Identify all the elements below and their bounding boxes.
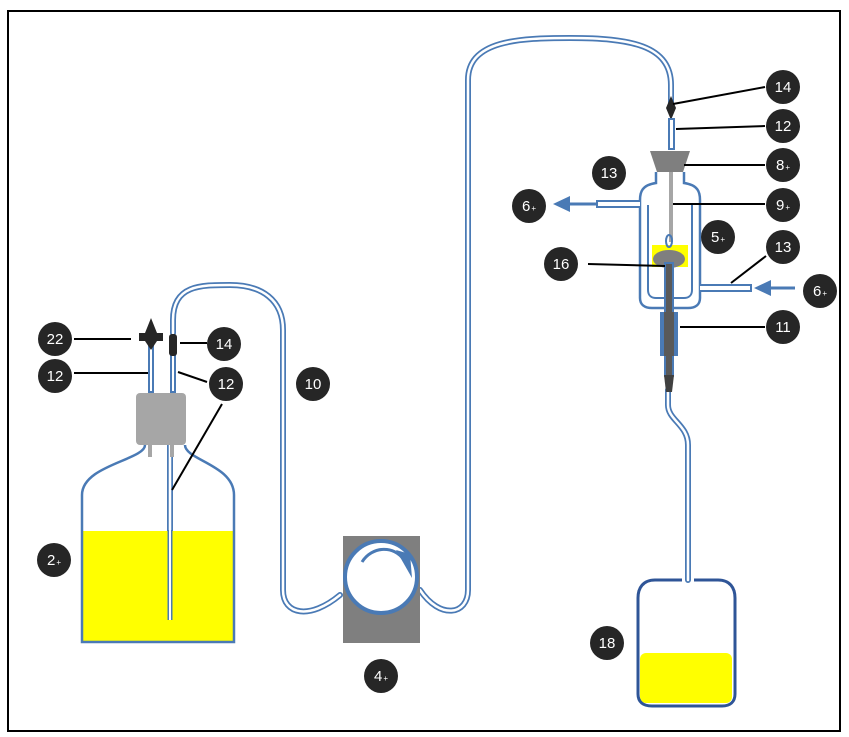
svg-text:14: 14 [775, 79, 792, 96]
coolant-out-arrowhead [553, 196, 570, 212]
svg-text:5+: 5+ [711, 229, 725, 246]
top-connector [666, 96, 676, 120]
pump-rotor [343, 539, 419, 615]
flow-cell [553, 96, 795, 392]
svg-text:8+: 8+ [776, 157, 790, 174]
svg-text:6+: 6+ [522, 198, 536, 215]
cell-stopper [650, 151, 690, 172]
label-12-a: 12 [38, 359, 72, 393]
sample-holder [653, 250, 685, 268]
label-2: 2+ [37, 543, 71, 577]
svg-text:11: 11 [775, 319, 791, 336]
label-14-a: 14 [207, 327, 241, 361]
tube-connector [169, 334, 177, 356]
svg-text:18: 18 [599, 635, 616, 652]
coolant-in-arrowhead [754, 280, 771, 296]
top-tip [665, 234, 673, 248]
svg-text:12: 12 [47, 368, 64, 385]
outlet-connector [664, 375, 674, 392]
svg-text:9+: 9+ [776, 197, 790, 214]
leader-lines [74, 86, 767, 491]
svg-text:12: 12 [775, 118, 792, 135]
peristaltic-pump [343, 536, 420, 643]
label-22: 22 [38, 322, 72, 356]
svg-text:16: 16 [553, 256, 570, 273]
label-13-bottom: 13 [766, 230, 800, 264]
label-12-b: 12 [209, 367, 243, 401]
svg-text:14: 14 [216, 336, 233, 353]
svg-text:4+: 4+ [374, 668, 388, 685]
svg-text:10: 10 [305, 376, 322, 393]
waste-container [636, 578, 737, 708]
label-12-c: 12 [766, 109, 800, 143]
label-8: 8+ [766, 148, 800, 182]
reservoir-bottle [80, 318, 236, 644]
label-6-right: 6+ [803, 274, 837, 308]
svg-text:22: 22 [47, 331, 64, 348]
label-18: 18 [590, 626, 624, 660]
label-10: 10 [296, 367, 330, 401]
label-9: 9+ [766, 188, 800, 222]
label-11: 11 [766, 310, 800, 344]
reservoir-liquid [82, 531, 234, 642]
reservoir-outline [80, 444, 236, 644]
svg-text:13: 13 [775, 239, 792, 256]
svg-text:12: 12 [218, 376, 235, 393]
pump-arrowhead [396, 550, 412, 578]
svg-text:2+: 2+ [47, 552, 61, 569]
reservoir-cap [136, 393, 186, 445]
svg-text:13: 13 [601, 165, 618, 182]
label-5: 5+ [701, 220, 735, 254]
cell-needle [669, 172, 673, 242]
label-markers: 2+ 4+ 5+ 6+ 6+ 8+ 9+ 10 [37, 70, 837, 693]
vent-filter [139, 318, 163, 350]
waste-liquid [640, 653, 732, 703]
label-14-b: 14 [766, 70, 800, 104]
label-13-top: 13 [592, 156, 626, 190]
label-16: 16 [544, 247, 578, 281]
svg-text:6+: 6+ [813, 283, 827, 300]
waste-outline [636, 578, 737, 708]
tube-10-inner [171, 36, 673, 613]
label-6-left: 6+ [512, 189, 546, 223]
tube-outlet-inner [666, 388, 690, 582]
label-4: 4+ [364, 659, 398, 693]
